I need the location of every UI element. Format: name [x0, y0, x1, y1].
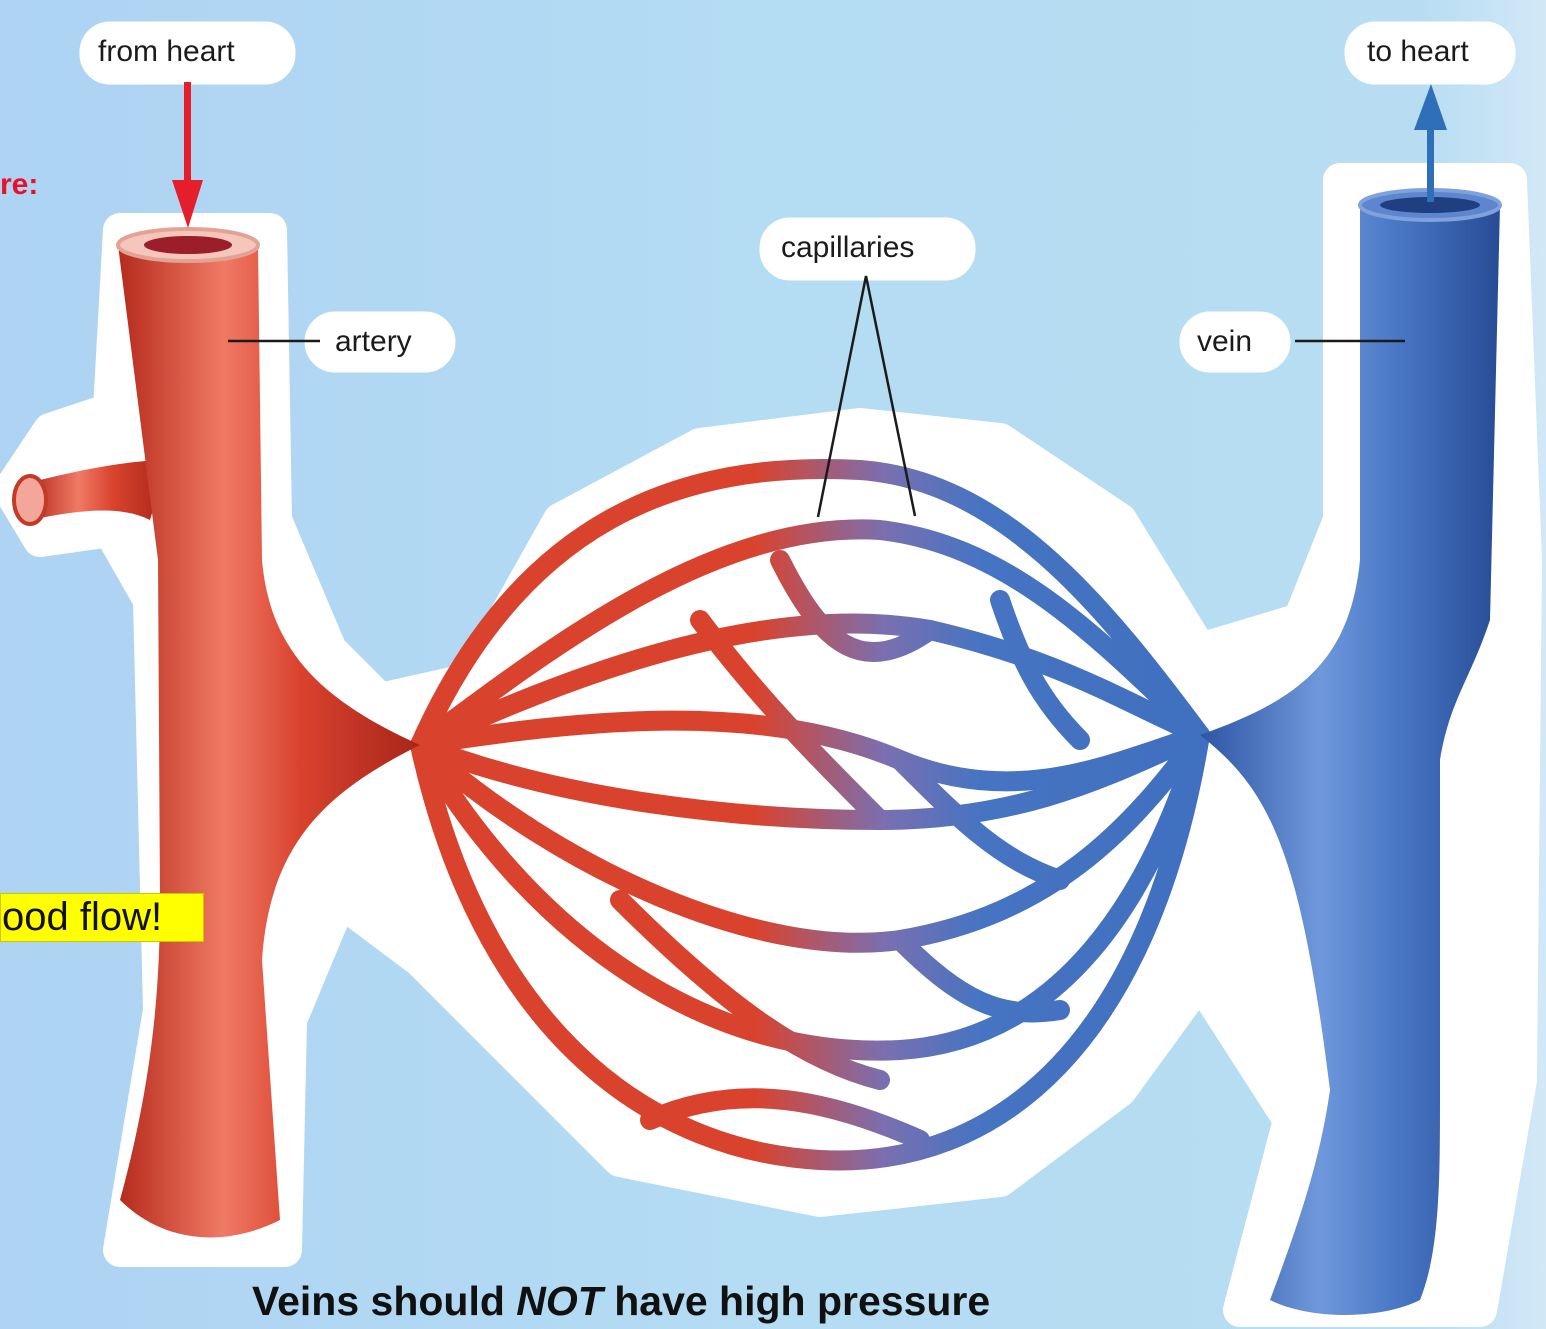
clipped-heading-text: re:	[0, 168, 38, 202]
arrow-from-heart-icon	[172, 82, 203, 228]
caption-part-1: Veins should	[252, 1278, 516, 1324]
caption: Veins should NOT have high pressure	[252, 1278, 990, 1325]
to-heart-label: to heart	[1367, 35, 1469, 69]
artery-label: artery	[335, 325, 412, 359]
from-heart-label: from heart	[98, 35, 235, 69]
capillaries-label: capillaries	[781, 231, 914, 265]
vein-label: vein	[1197, 325, 1252, 359]
artery-vessel	[14, 229, 420, 1237]
highlighted-clipped-text: ood flow!	[0, 893, 204, 942]
caption-emphasis: NOT	[516, 1278, 603, 1324]
caption-part-2: have high pressure	[603, 1278, 990, 1324]
